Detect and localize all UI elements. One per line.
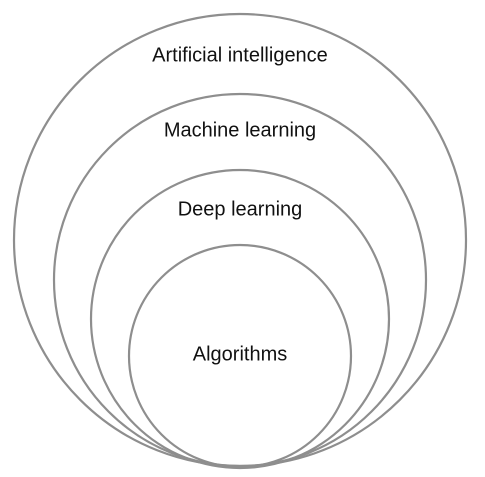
ring-artificial-intelligence-label: Artificial intelligence bbox=[152, 44, 328, 66]
ring-algorithms: Algorithms bbox=[127, 243, 353, 469]
ring-artificial-intelligence: Artificial intelligence bbox=[12, 12, 468, 468]
ring-artificial-intelligence-circle bbox=[12, 12, 468, 468]
ring-algorithms-label: Algorithms bbox=[193, 343, 287, 365]
ring-machine-learning: Machine learning bbox=[52, 92, 428, 468]
ring-machine-learning-circle bbox=[52, 92, 428, 468]
ring-algorithms-circle bbox=[127, 243, 353, 469]
ring-machine-learning-label: Machine learning bbox=[164, 119, 316, 141]
ring-deep-learning-label: Deep learning bbox=[178, 198, 303, 220]
